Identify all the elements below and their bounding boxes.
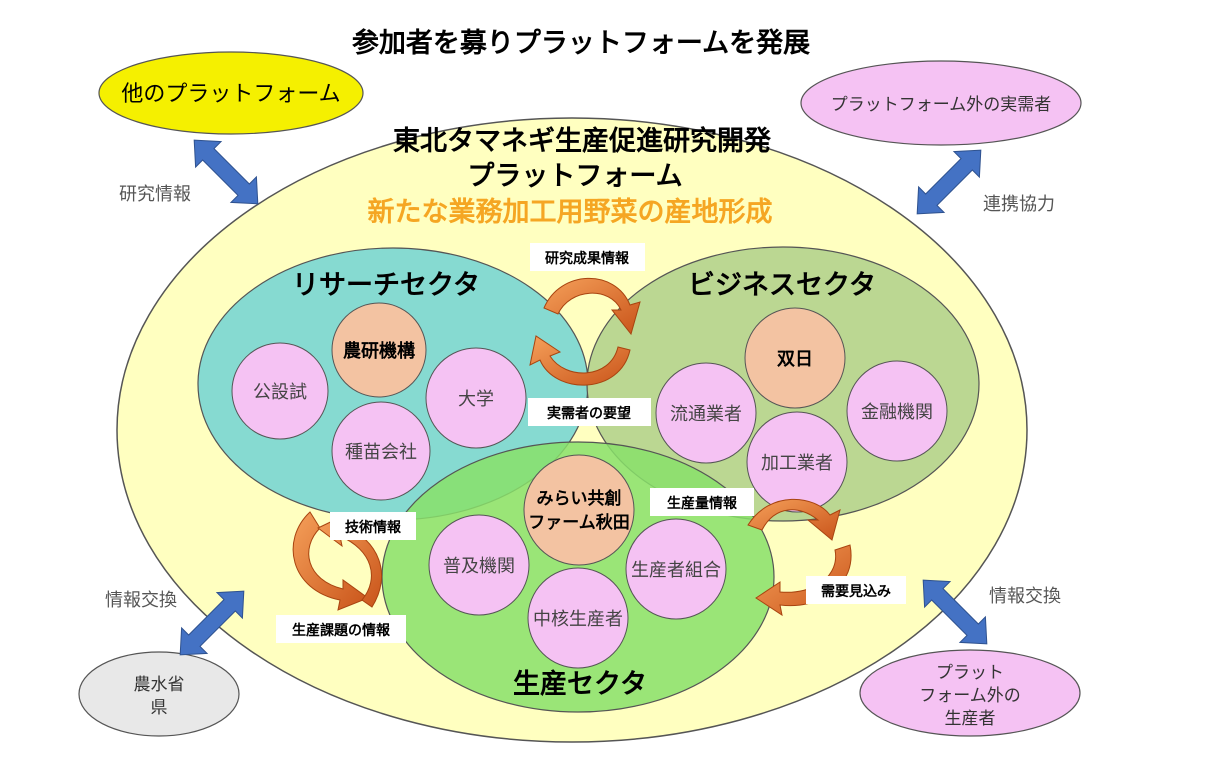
- flow-label-production-issues: 生産課題の情報: [292, 622, 391, 639]
- member-circle-finance: [846, 360, 948, 462]
- member-circle-processor: [746, 411, 848, 513]
- member-sojitz: 双日: [777, 349, 813, 370]
- ministry-label-line2: 県: [151, 698, 168, 718]
- member-finance: 金融機関: [861, 402, 933, 423]
- other-platform-ellipse: [98, 51, 364, 135]
- member-circle-extension: [428, 514, 530, 616]
- member-circle-mirai-farm: [523, 454, 635, 566]
- exchange-arrow-top-left: [193, 139, 259, 205]
- flow-label-demand-forecast: 需要見込み: [821, 583, 891, 600]
- member-circle-distributor: [655, 362, 757, 464]
- outside-users-label: プラットフォーム外の実需者: [831, 95, 1052, 115]
- platform-name-line2: プラットフォーム: [467, 161, 682, 192]
- production-sector-name: 生産セクタ: [513, 668, 647, 700]
- member-circle-sojitz: [744, 307, 846, 409]
- exchange-arrow-bottom-right: [922, 579, 988, 645]
- member-circle-seed-company: [331, 401, 431, 501]
- diagram-title: 参加者を募りプラットフォームを発展: [352, 27, 810, 59]
- label-info-exchange-right: 情報交換: [989, 586, 1061, 607]
- flow-label-research-results: 研究成果情報: [545, 250, 630, 267]
- flow-label-user-demand: 実需者の要望: [547, 405, 631, 422]
- member-processor: 加工業者: [761, 453, 833, 474]
- member-circle-university: [425, 347, 527, 449]
- outside-producers-ellipse: [859, 649, 1081, 737]
- label-cooperation: 連携協力: [983, 194, 1055, 215]
- member-core-producer: 中核生産者: [533, 609, 623, 630]
- flow-label-production-volume: 生産量情報: [667, 495, 738, 512]
- member-circle-naro: [331, 302, 427, 398]
- research-sector-name: リサーチセクタ: [292, 270, 480, 301]
- member-naro: 農研機構: [343, 340, 415, 362]
- member-distributor: 流通業者: [670, 404, 742, 425]
- flow-label-box-demand-forecast: [806, 576, 906, 604]
- flow-label-box-production-issues: [276, 615, 406, 643]
- outside-users-ellipse: [800, 60, 1082, 146]
- flow-label-tech-info: 技術情報: [345, 519, 402, 536]
- member-circle-producer-union: [625, 518, 727, 620]
- exchange-arrow-bottom-left: [179, 590, 245, 656]
- member-seed-company: 種苗会社: [345, 442, 417, 463]
- label-research-info: 研究情報: [119, 184, 191, 205]
- member-public-lab: 公設試: [253, 382, 307, 403]
- flow-label-box-user-demand: [528, 398, 651, 426]
- other-platform-label: 他のプラットフォーム: [121, 82, 340, 107]
- ministry-label-line1: 農水省: [134, 675, 185, 695]
- member-mirai-farm-line1: みらい共創: [537, 488, 622, 509]
- cycle-research-business: [529, 277, 641, 386]
- ministry-ellipse: [78, 651, 240, 737]
- outside-producers-line2: フォーム外の: [919, 686, 1021, 706]
- business-sector-name: ビジネスセクタ: [688, 270, 876, 301]
- flow-label-box-tech-info: [330, 512, 416, 540]
- outside-producers-line3: 生産者: [945, 709, 996, 729]
- flow-label-box-research-results: [530, 243, 645, 271]
- member-mirai-farm-line2: ファーム秋田: [528, 512, 630, 533]
- member-producer-union: 生産者組合: [631, 560, 721, 581]
- label-info-exchange-left: 情報交換: [105, 590, 177, 611]
- exchange-arrow-top-right: [916, 149, 982, 215]
- member-extension: 普及機関: [443, 556, 515, 577]
- flow-label-box-production-volume: [650, 488, 754, 516]
- outside-producers-line1: プラット: [936, 663, 1004, 683]
- member-circle-core-producer: [527, 567, 629, 669]
- member-university: 大学: [458, 389, 494, 410]
- platform-name-line1: 東北タマネギ生産促進研究開発: [393, 125, 772, 157]
- member-circle-public-lab: [231, 342, 329, 440]
- platform-subtitle: 新たな業務加工用野菜の産地形成: [368, 196, 773, 228]
